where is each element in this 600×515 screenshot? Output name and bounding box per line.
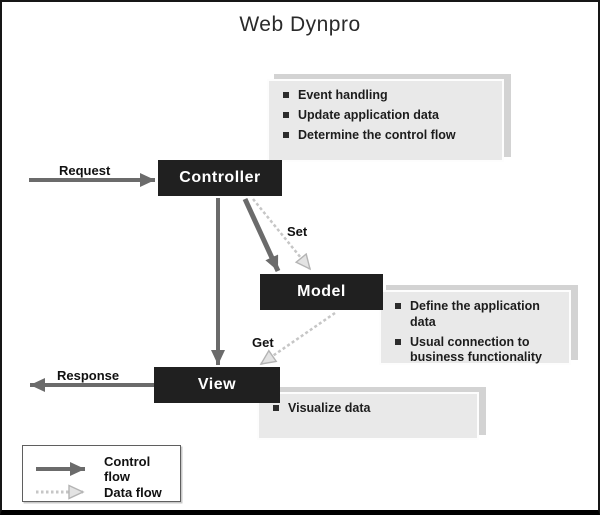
- control-flow-legend-label: Control flow: [104, 454, 151, 484]
- legend-row-data-flow: Data flow: [33, 484, 170, 500]
- controller-note-list: Event handling Update application data D…: [281, 88, 494, 144]
- controller-note: Event handling Update application data D…: [267, 79, 504, 162]
- get-label: Get: [252, 335, 274, 350]
- data-flow-legend-label: Data flow: [104, 484, 162, 500]
- bullet-square-icon: [283, 92, 289, 98]
- model-box: Model: [260, 274, 383, 310]
- model-note: Define the application data Usual connec…: [379, 290, 571, 365]
- controller-to-model-control-arrow: [242, 197, 281, 273]
- note-item-text: Event handling: [298, 88, 388, 102]
- view-box: View: [154, 367, 280, 403]
- model-to-view-data-arrow: [261, 311, 336, 366]
- note-item: Usual connection to business functionali…: [393, 335, 561, 366]
- bullet-square-icon: [273, 405, 279, 411]
- note-item-text: Usual connection to business functionali…: [410, 334, 542, 365]
- bullet-square-icon: [395, 338, 401, 345]
- note-item-text: Update application data: [298, 108, 439, 122]
- diagram-title: Web Dynpro: [239, 13, 361, 36]
- model-box-label: Model: [297, 283, 346, 300]
- note-item: Determine the control flow: [281, 128, 494, 144]
- bullet-square-icon: [283, 132, 289, 138]
- legend-box: Control flow Data flow: [22, 445, 181, 502]
- request-label: Request: [59, 163, 111, 178]
- note-item: Update application data: [281, 108, 494, 124]
- note-item-text: Determine the control flow: [298, 128, 456, 142]
- controller-box-label: Controller: [179, 169, 261, 186]
- control-flow-arrow-icon: [36, 462, 85, 476]
- controller-box: Controller: [158, 160, 282, 196]
- legend-row-control-flow: Control flow: [33, 454, 170, 484]
- bullet-square-icon: [283, 112, 289, 118]
- note-item-text: Define the application data: [410, 299, 540, 329]
- set-label: Set: [287, 224, 308, 239]
- view-box-label: View: [197, 376, 237, 393]
- controller-to-model-data-arrow: [252, 198, 310, 269]
- model-note-list: Define the application data Usual connec…: [393, 299, 561, 366]
- response-label: Response: [57, 368, 120, 383]
- note-item: Define the application data: [393, 299, 561, 330]
- view-note-list: Visualize data: [271, 401, 469, 417]
- note-item: Event handling: [281, 88, 494, 104]
- view-note: Visualize data: [257, 392, 479, 440]
- note-item-text: Visualize data: [288, 401, 371, 415]
- note-item: Visualize data: [271, 401, 469, 417]
- bullet-square-icon: [395, 303, 401, 309]
